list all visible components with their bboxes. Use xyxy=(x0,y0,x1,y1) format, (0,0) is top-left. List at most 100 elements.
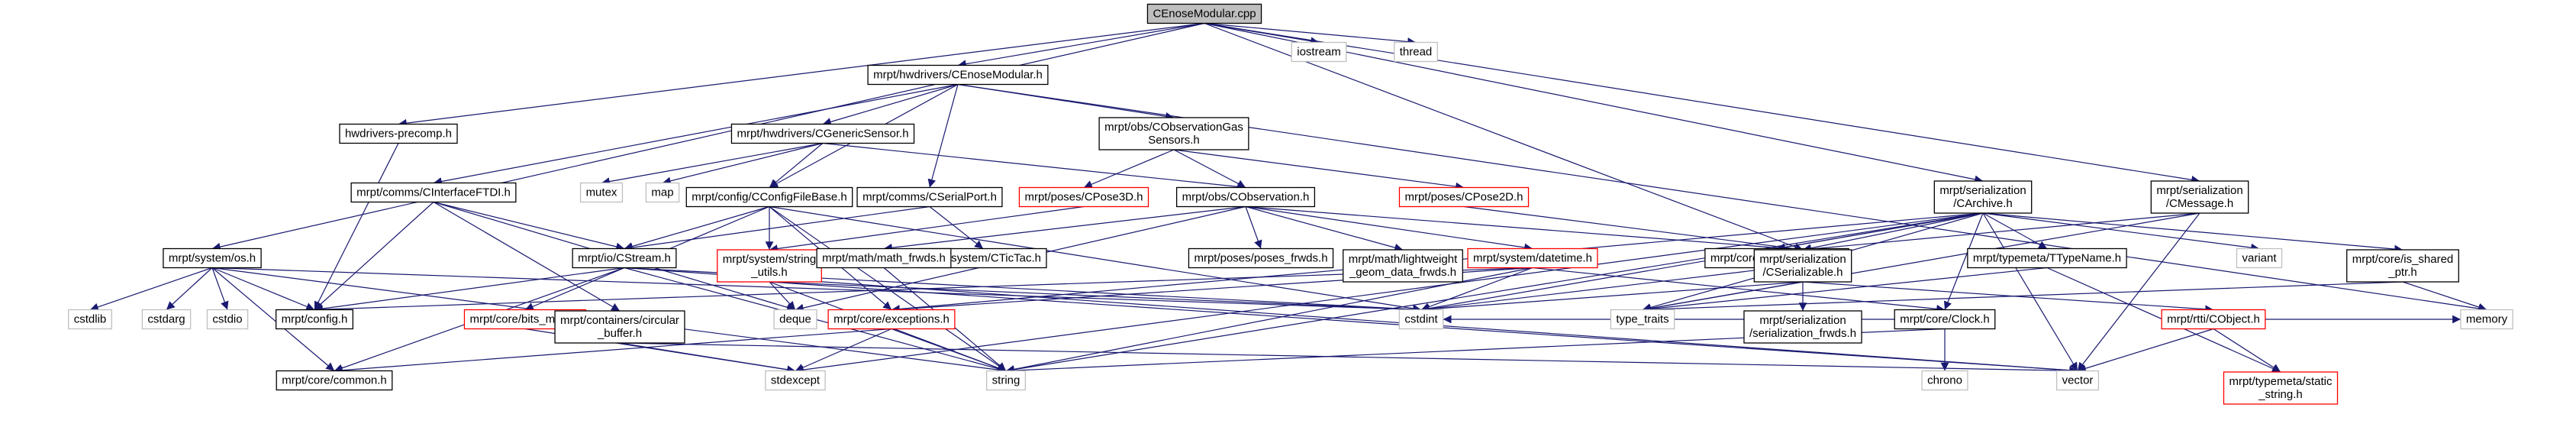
node-cobs[interactable]: mrpt/obs/CObservation.h xyxy=(1175,186,1316,208)
edge xyxy=(1802,212,1984,253)
edge-root-to-enose xyxy=(957,22,1205,69)
node-label: mutex xyxy=(586,186,617,199)
node-cfgfile[interactable]: mrpt/config/CConfigFileBase.h xyxy=(685,186,853,208)
edge-cobs-to-lwgeom xyxy=(1245,205,1404,252)
edge xyxy=(1083,149,1175,189)
node-isshared[interactable]: mrpt/core/is_shared_ptr.h xyxy=(2346,249,2459,283)
node-box xyxy=(1967,247,2127,269)
edge-osh-to-cstdarg xyxy=(166,267,213,310)
node-ftdi[interactable]: mrpt/comms/CInterfaceFTDI.h xyxy=(350,182,517,203)
node-exceptions[interactable]: mrpt/core/exceptions.h xyxy=(827,309,956,330)
node-label: mrpt/serialization xyxy=(1759,253,1846,266)
edge xyxy=(1420,212,1984,312)
edge xyxy=(891,328,1007,372)
node-box xyxy=(1291,41,1347,63)
node-generic[interactable]: mrpt/hwdrivers/CGenericSensor.h xyxy=(730,123,915,144)
edge-cmessage-to-serializable xyxy=(1802,212,2200,254)
node-cstdlib: cstdlib xyxy=(68,309,112,330)
node-label: mrpt/system/os.h xyxy=(169,252,256,265)
node-box xyxy=(2346,249,2459,283)
node-stdexcept: stdexcept xyxy=(765,370,826,391)
edge xyxy=(769,143,824,188)
edge xyxy=(1005,212,1984,374)
edge xyxy=(883,205,1246,252)
edge xyxy=(1173,149,1465,191)
node-thread: thread xyxy=(1394,41,1438,63)
edge xyxy=(211,267,1422,314)
node-datetime[interactable]: mrpt/system/datetime.h xyxy=(1467,247,1598,269)
node-label: type_traits xyxy=(1616,313,1668,326)
node-label: Sensors.h xyxy=(1148,134,1200,147)
node-root[interactable]: CEnoseModular.cpp xyxy=(1146,3,1262,24)
edge xyxy=(314,202,434,310)
edge-osh-to-cstdio xyxy=(211,267,229,310)
node-serfwd[interactable]: mrpt/serialization/serialization_frwds.h xyxy=(1743,310,1862,344)
node-serializable[interactable]: mrpt/serialization/CSerializable.h xyxy=(1753,249,1852,283)
edge-cstream-to-vector xyxy=(624,267,2078,375)
node-pose3d[interactable]: mrpt/poses/CPose3D.h xyxy=(1018,186,1149,208)
node-label: mrpt/hwdrivers/CEnoseModular.h xyxy=(873,69,1043,82)
node-strutils[interactable]: mrpt/system/string_utils.h xyxy=(717,249,822,283)
node-label: mrpt/math/math_frwds.h xyxy=(822,252,946,265)
node-lwgeom[interactable]: mrpt/math/lightweight_geom_data_frwds.h xyxy=(1343,249,1463,283)
node-config[interactable]: mrpt/config.h xyxy=(275,309,354,330)
node-cobject[interactable]: mrpt/rtti/CObject.h xyxy=(2161,309,2266,330)
edge-serializable-to-typetraits xyxy=(1642,281,1804,312)
node-label: mrpt/rtti/CObject.h xyxy=(2167,313,2260,326)
edge xyxy=(1982,212,2404,254)
node-memory: memory xyxy=(2460,309,2513,330)
edge-enose-to-ftdi xyxy=(433,83,959,186)
node-label: mrpt/poses/CPose3D.h xyxy=(1024,191,1143,204)
node-posesfwd[interactable]: mrpt/poses/poses_frwds.h xyxy=(1188,247,1334,269)
node-box xyxy=(2055,370,2100,391)
node-label: mrpt/hwdrivers/CGenericSensor.h xyxy=(737,128,908,141)
node-label: mrpt/config/CConfigFileBase.h xyxy=(692,191,846,204)
node-mathfwd[interactable]: mrpt/math/math_frwds.h xyxy=(816,247,952,269)
node-label: mrpt/typemeta/static xyxy=(2229,375,2333,388)
node-variant: variant xyxy=(2236,247,2283,269)
edge-generic-to-cfgfile xyxy=(769,143,824,188)
node-box xyxy=(816,247,952,269)
node-osh[interactable]: mrpt/system/os.h xyxy=(163,247,262,269)
node-box xyxy=(867,64,1049,86)
edge xyxy=(769,281,1422,314)
edge xyxy=(433,83,959,186)
node-box xyxy=(2223,371,2339,405)
node-ttypename[interactable]: mrpt/typemeta/TTypeName.h xyxy=(1967,247,2127,269)
edge xyxy=(2402,281,2487,312)
node-box xyxy=(1933,180,2033,214)
node-staticstr[interactable]: mrpt/typemeta/static_string.h xyxy=(2223,371,2339,405)
edge xyxy=(1420,267,1778,313)
edge-isshared-to-memory xyxy=(2402,281,2487,312)
node-cmessage[interactable]: mrpt/serialization/CMessage.h xyxy=(2150,180,2249,214)
edge xyxy=(1642,281,1804,312)
node-label: mrpt/system/datetime.h xyxy=(1473,252,1592,265)
edge-serializable-to-cobject xyxy=(1802,281,2214,314)
edge-enose-to-serialport xyxy=(927,84,959,188)
node-box xyxy=(554,310,685,344)
edge-archive-to-stdexcept xyxy=(795,212,1984,374)
node-serialport[interactable]: mrpt/comms/CSerialPort.h xyxy=(856,186,1003,208)
node-enose[interactable]: mrpt/hwdrivers/CEnoseModular.h xyxy=(867,64,1049,86)
edge xyxy=(433,201,625,251)
node-box xyxy=(1894,309,1996,330)
edge-revbytes-to-cstdint xyxy=(1420,267,1778,313)
edge xyxy=(1245,205,1804,254)
node-box xyxy=(685,186,853,208)
node-box xyxy=(1610,309,1675,330)
node-cstdarg: cstdarg xyxy=(141,309,192,330)
edge-cobject-to-staticstr xyxy=(2213,328,2281,373)
node-clock[interactable]: mrpt/core/Clock.h xyxy=(1894,309,1996,330)
edge xyxy=(1642,267,2048,313)
node-archive[interactable]: mrpt/serialization/CArchive.h xyxy=(1933,180,2033,214)
node-pose2d[interactable]: mrpt/poses/CPose2D.h xyxy=(1398,186,1530,208)
node-circbuf[interactable]: mrpt/containers/circular_buffer.h xyxy=(554,310,685,344)
edge xyxy=(624,267,2078,375)
node-cstream[interactable]: mrpt/io/CStream.h xyxy=(572,247,677,269)
node-common[interactable]: mrpt/core/common.h xyxy=(276,370,393,391)
node-label: /CSerializable.h xyxy=(1762,266,1843,279)
edge-serializable-to-cstdint xyxy=(1420,281,1804,314)
node-precomp[interactable]: hwdrivers-precomp.h xyxy=(339,123,458,144)
